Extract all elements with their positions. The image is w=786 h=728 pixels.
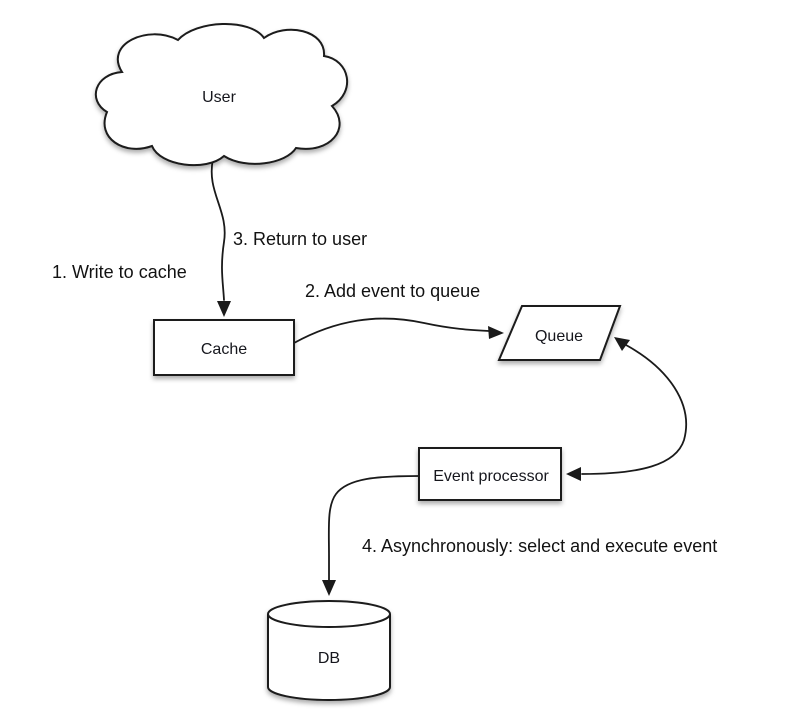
queue-label: Queue <box>535 328 583 345</box>
queue-parallelogram <box>497 305 622 361</box>
arrowhead-into-event-processor <box>566 467 581 481</box>
arrowhead-into-queue-right <box>614 337 630 351</box>
node-event-processor: Event processor <box>418 447 562 501</box>
event-processor-box <box>418 447 562 501</box>
db-label: DB <box>318 650 340 667</box>
label-write-to-cache: 1. Write to cache <box>52 262 187 282</box>
arrowhead-into-queue-left <box>488 326 504 339</box>
arrow-user-to-cache <box>210 158 226 301</box>
arrowhead-into-db <box>322 580 336 596</box>
arrow-event-processor-to-db <box>327 475 420 581</box>
user-cloud-shape <box>95 22 349 167</box>
nodes: User Cache Queue Event processor DB <box>95 22 622 701</box>
arrow-queue-event-processor <box>581 344 687 475</box>
cache-label: Cache <box>201 341 247 358</box>
label-add-event-to-queue: 2. Add event to queue <box>305 281 480 301</box>
label-async-execute: 4. Asynchronously: select and execute ev… <box>362 536 717 556</box>
node-db: DB <box>267 600 391 701</box>
node-cache: Cache <box>153 319 295 376</box>
edge-labels: 1. Write to cache 2. Add event to queue … <box>52 229 717 556</box>
event-processor-label: Event processor <box>433 468 549 485</box>
db-cylinder-body <box>267 614 391 701</box>
arrowhead-into-cache <box>217 301 231 317</box>
user-label: User <box>202 89 236 106</box>
node-user: User <box>95 22 349 167</box>
connectors <box>210 158 687 596</box>
arrow-cache-to-queue <box>293 317 490 344</box>
cache-box <box>153 319 295 376</box>
db-cylinder-top <box>267 600 391 628</box>
node-queue: Queue <box>497 305 622 361</box>
label-return-to-user: 3. Return to user <box>233 229 367 249</box>
